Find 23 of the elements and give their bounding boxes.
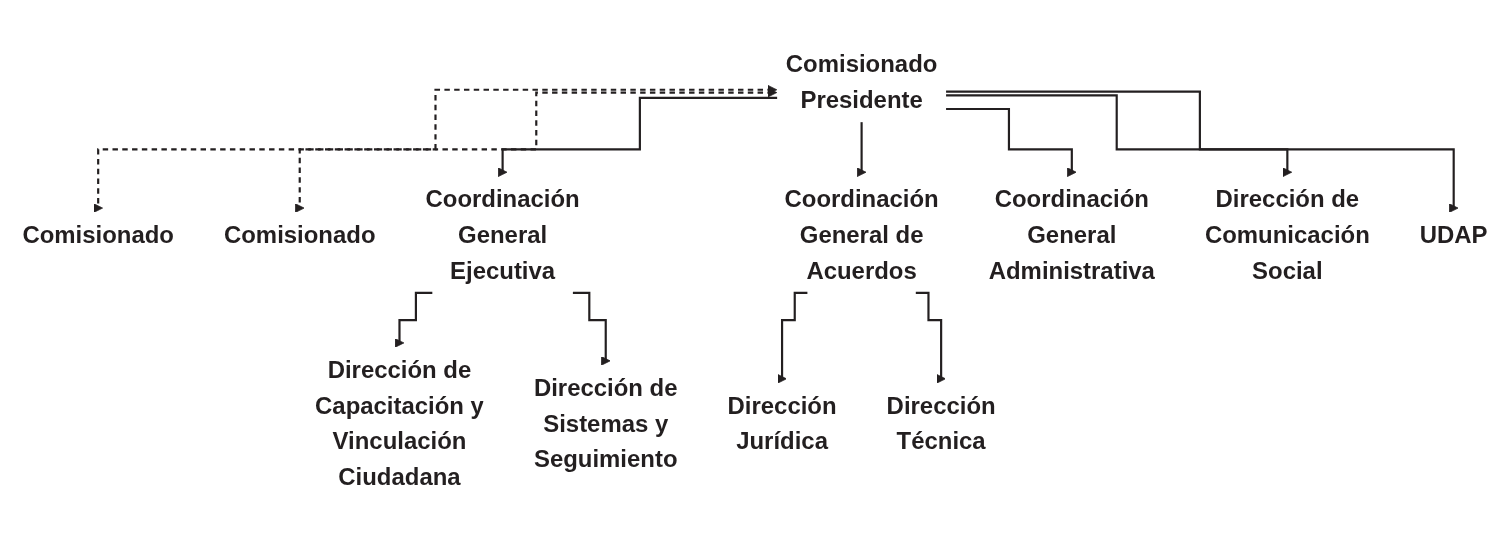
node-text: Dirección de Capacitación y Vinculación Ciudadana <box>315 356 484 492</box>
arrow <box>497 97 778 178</box>
node-text: Coordinación General Administrativa <box>988 185 1155 285</box>
node-text: Dirección de Comunicación Social <box>1204 185 1370 285</box>
node-text: Coordinación General de Acuerdos <box>784 185 939 285</box>
arrow <box>777 292 808 384</box>
node-text: Dirección Técnica <box>886 392 996 456</box>
node-text: Dirección Jurídica <box>727 392 837 456</box>
node-text: Coordinación General Ejecutiva <box>425 185 580 285</box>
arrow <box>946 108 1077 178</box>
arrow <box>394 292 433 349</box>
arrow <box>93 85 778 214</box>
arrow <box>856 121 867 178</box>
arrow <box>946 90 1459 214</box>
node-text: Dirección de Sistemas y Seguimiento <box>533 374 678 474</box>
node-text: Comisionado <box>22 221 174 249</box>
node-text: UDAP <box>1419 221 1488 249</box>
node-text: Comisionado Presidente <box>785 50 938 114</box>
arrow <box>294 88 778 214</box>
arrow <box>572 292 611 367</box>
node-text: Comisionado <box>223 221 376 249</box>
arrow <box>946 94 1293 178</box>
arrow <box>915 292 946 384</box>
